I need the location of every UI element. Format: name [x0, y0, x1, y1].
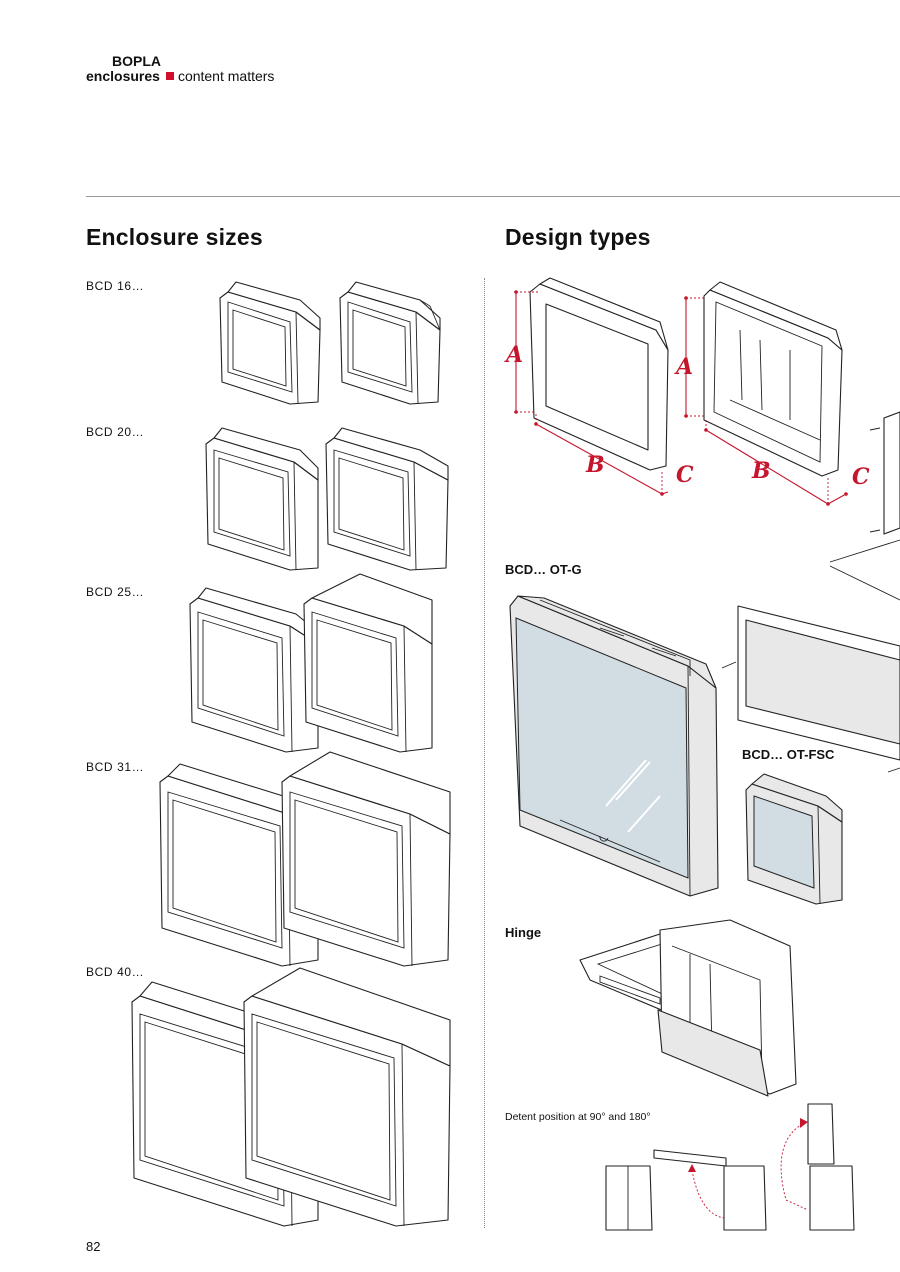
ot-g-label: BCD… OT-G: [505, 562, 582, 577]
dim-a-base: A: [674, 296, 706, 418]
detent-180: [780, 1103, 855, 1231]
dim-label-b-base: B: [751, 458, 771, 484]
size-label-bcd40: BCD 40…: [86, 965, 145, 979]
logo-tagline-bold: enclosures: [86, 68, 160, 84]
enclosure-bcd25-right: [303, 573, 433, 753]
dim-b-base: B: [704, 420, 830, 506]
dim-label-c: C: [676, 462, 694, 488]
ot-fsc-label: BCD… OT-FSC: [742, 747, 835, 762]
size-label-bcd20: BCD 20…: [86, 425, 145, 439]
dim-label-a-base: A: [674, 354, 693, 380]
logo-brand: BOPLA: [112, 53, 161, 69]
dim-label-a: A: [504, 342, 523, 368]
hinge-label: Hinge: [505, 925, 542, 940]
enclosure-bcd31-right: [281, 751, 451, 967]
detent-caption: Detent position at 90° and 180°: [505, 1111, 651, 1123]
header-rule: [86, 196, 900, 197]
size-label-bcd25: BCD 25…: [86, 585, 145, 599]
enclosure-bcd20-left: [205, 427, 319, 571]
dim-a-frame: A: [504, 290, 540, 414]
detent-90: [653, 1149, 767, 1231]
logo-square-icon: [165, 72, 174, 80]
enclosure-sizes-title: Enclosure sizes: [86, 224, 263, 250]
size-label-bcd31: BCD 31…: [86, 760, 145, 774]
enclosure-bcd16-left: [219, 281, 321, 405]
frame-drawing: [529, 277, 669, 471]
lid-panel-drawing: [869, 411, 900, 535]
size-label-bcd16: BCD 16…: [86, 279, 145, 293]
dim-c-base: C: [827, 464, 870, 505]
enclosure-bcd16-right: [339, 281, 441, 405]
dim-label-c-base: C: [852, 464, 870, 490]
design-types-title: Design types: [505, 224, 651, 250]
logo-tagline-rest: content matters: [177, 68, 275, 84]
dim-label-b: B: [585, 452, 605, 478]
base-drawing: [703, 281, 843, 477]
page-number: 82: [86, 1239, 101, 1254]
dim-c-frame: C: [661, 462, 694, 495]
dim-b-frame: B: [534, 412, 664, 496]
detent-closed: [605, 1165, 653, 1231]
enclosure-bcd25-left: [189, 587, 319, 753]
enclosure-bcd20-right: [325, 427, 449, 571]
logo-tagline: enclosures content matters: [86, 69, 274, 83]
column-divider: [484, 278, 485, 1228]
enclosure-bcd40-right: [243, 967, 451, 1227]
